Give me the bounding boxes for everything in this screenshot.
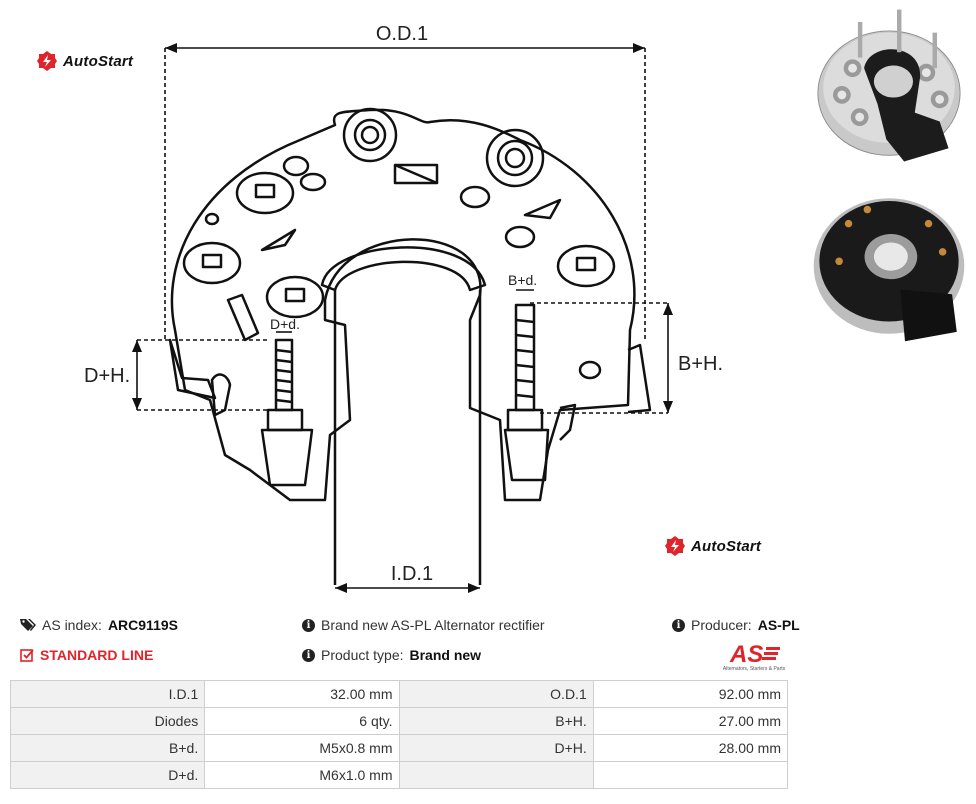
svg-text:AS: AS [729, 641, 763, 668]
spec-key: B+d. [9, 734, 206, 762]
as-index-value: ARC9119S [107, 617, 178, 633]
product-type: i Product type: Brand new [302, 647, 481, 663]
as-index: AS index: ARC9119S [20, 617, 178, 633]
producer-value: AS-PL [757, 617, 800, 633]
info-circle-icon: i [672, 618, 685, 632]
spec-key: D+H. [398, 734, 594, 762]
spec-value: 27.00 mm [592, 707, 789, 735]
spec-value: 6 qty. [204, 707, 400, 735]
info-circle-icon: i [302, 648, 315, 662]
dh-label: D+H. [84, 365, 130, 387]
spec-value: 92.00 mm [592, 680, 789, 708]
tags-icon [20, 619, 36, 631]
spec-key: B+H. [398, 707, 594, 735]
spec-value: 28.00 mm [592, 734, 789, 762]
product-type-label: Product type: [321, 647, 404, 663]
spec-key: I.D.1 [9, 680, 206, 708]
spec-key: Diodes [9, 707, 206, 735]
bh-label: B+H. [678, 353, 723, 375]
spec-key [398, 761, 594, 789]
spec-key: D+d. [9, 761, 206, 789]
spec-value [592, 761, 789, 789]
check-square-icon [20, 649, 34, 662]
producer: i Producer: AS-PL [672, 617, 800, 633]
id-label: I.D.1 [391, 563, 433, 585]
standard-line-label: STANDARD LINE [40, 647, 154, 663]
table-row: I.D.1 32.00 mm O.D.1 92.00 mm [9, 680, 789, 708]
spec-table: I.D.1 32.00 mm O.D.1 92.00 mm Diodes 6 q… [9, 680, 789, 789]
spec-value: 32.00 mm [204, 680, 400, 708]
od-label: O.D.1 [376, 23, 428, 45]
table-row: D+d. M6x1.0 mm [9, 761, 789, 789]
description-text: Brand new AS-PL Alternator rectifier [321, 617, 545, 633]
as-logo-caption: Alternators, Starters & Parts [723, 666, 786, 672]
table-row: B+d. M5x0.8 mm D+H. 28.00 mm [9, 734, 789, 762]
rectifier-technical-drawing: O.D.1 I.D.1 D+H. B+H. D+d. B+d. [84, 23, 723, 593]
product-photo-top[interactable] [806, 6, 972, 166]
spec-value: M5x0.8 mm [204, 734, 400, 762]
autostart-logo-text: AutoStart [691, 537, 762, 555]
producer-label: Producer: [691, 617, 752, 633]
autostart-logo-text: AutoStart [63, 52, 134, 70]
spec-key: O.D.1 [398, 680, 594, 708]
table-row: Diodes 6 qty. B+H. 27.00 mm [9, 707, 789, 735]
as-index-label: AS index: [42, 617, 102, 633]
spec-value: M6x1.0 mm [204, 761, 400, 789]
dd-label: D+d. [270, 316, 300, 332]
autostart-logo-icon [37, 51, 57, 71]
product-photo-bottom[interactable] [806, 186, 972, 346]
autostart-logo-icon [665, 536, 685, 556]
autostart-logo-bottom: AutoStart [664, 535, 761, 557]
info-circle-icon: i [302, 618, 315, 632]
standard-line-badge: STANDARD LINE [20, 647, 153, 663]
product-description: i Brand new AS-PL Alternator rectifier [302, 617, 545, 633]
product-type-value: Brand new [409, 647, 482, 663]
as-pl-logo: AS Alternators, Starters & Parts [723, 641, 786, 672]
autostart-logo: AutoStart [36, 50, 133, 72]
bd-label: B+d. [508, 272, 537, 288]
